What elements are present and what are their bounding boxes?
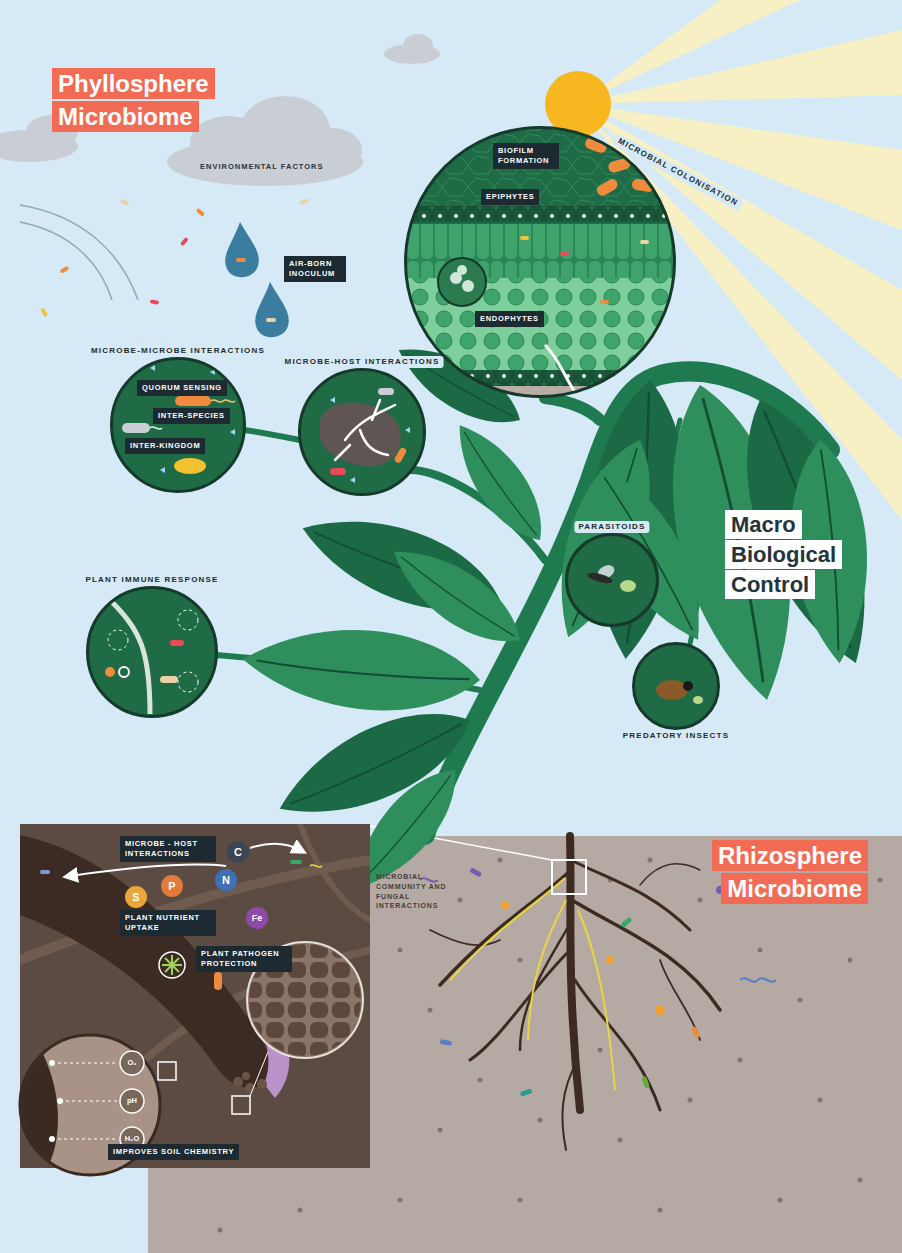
element-letter: P: [168, 880, 175, 892]
process-label: IMPROVES SOIL CHEMISTRY: [108, 1144, 239, 1160]
element-letter: C: [234, 846, 242, 858]
section-title: Macro Biological Control: [725, 510, 860, 600]
element-letter: S: [132, 891, 139, 903]
label-text: MICROBE - HOST INTERACTIONS: [125, 839, 211, 859]
label-text: INTER-KINGDOM: [130, 441, 200, 451]
circle-heading: PREDATORY INSECTS: [619, 730, 733, 742]
label-text: EPIPHYTES: [486, 192, 534, 202]
section-title: Phyllosphere Microbiome: [52, 68, 252, 133]
zoom-circle: MICROBE-MICROBE INTERACTIONSQUORUM SENSI…: [110, 357, 246, 493]
label-text: ENDOPHYTES: [480, 314, 539, 324]
element-letter: Fe: [252, 913, 263, 923]
label-text: PLANT PATHOGEN PROTECTION: [201, 949, 287, 969]
process-label: ENDOPHYTES: [475, 311, 544, 327]
icon-label: O₂: [120, 1051, 144, 1075]
zoom-circle: MICROBIAL COLONISATIONBIOFILM FORMATIONE…: [404, 126, 676, 398]
label-text: IMPROVES SOIL CHEMISTRY: [113, 1147, 234, 1157]
zoom-circle: PARASITOIDS: [565, 533, 659, 627]
process-label: PLANT NUTRIENT UPTAKE: [120, 910, 216, 936]
process-label: QUORUM SENSING: [137, 380, 227, 396]
zoom-circle: MICROBE-HOST INTERACTIONS: [298, 368, 426, 496]
element-symbol: P: [161, 875, 183, 897]
process-label: MICROBE - HOST INTERACTIONS: [120, 836, 216, 862]
element-symbol: Fe: [246, 907, 268, 929]
title-text: Rhizosphere Microbiome: [712, 840, 868, 904]
note-label: MICROBIAL COMMUNITY AND FUNGAL INTERACTI…: [376, 872, 454, 911]
circle-heading: PLANT IMMUNE RESPONSE: [81, 574, 222, 586]
element-symbol: C: [227, 841, 249, 863]
title-text: Phyllosphere Microbiome: [52, 68, 215, 132]
label-text: INTER-SPECIES: [158, 411, 225, 421]
circle-heading: MICROBE-MICROBE INTERACTIONS: [87, 345, 269, 357]
label-text: QUORUM SENSING: [142, 383, 222, 393]
zoom-circle: PLANT IMMUNE RESPONSE: [86, 586, 218, 718]
process-label: INTER-KINGDOM: [125, 438, 205, 454]
label-text: AIR-BORN INOCULUM: [289, 259, 341, 279]
element-symbol: S: [125, 886, 147, 908]
process-label: EPIPHYTES: [481, 189, 539, 205]
section-title: Rhizosphere Microbiome: [693, 840, 868, 905]
process-label: BIOFILM FORMATION: [493, 143, 559, 169]
circle-heading: MICROBE-HOST INTERACTIONS: [281, 356, 444, 368]
process-label: INTER-SPECIES: [153, 408, 230, 424]
zoom-circle: PREDATORY INSECTS: [632, 642, 720, 730]
circle-heading: PARASITOIDS: [574, 521, 649, 533]
note-label: ENVIRONMENTAL FACTORS: [200, 162, 324, 171]
icon-label: H₂O: [120, 1127, 144, 1151]
label-text: PLANT NUTRIENT UPTAKE: [125, 913, 211, 933]
element-symbol: N: [215, 869, 237, 891]
icon-label: pH: [120, 1089, 144, 1113]
process-label: PLANT PATHOGEN PROTECTION: [196, 946, 292, 972]
label-text: BIOFILM FORMATION: [498, 146, 554, 166]
element-letter: N: [222, 874, 230, 886]
title-text: Macro Biological Control: [725, 510, 842, 599]
process-label: AIR-BORN INOCULUM: [284, 256, 346, 282]
